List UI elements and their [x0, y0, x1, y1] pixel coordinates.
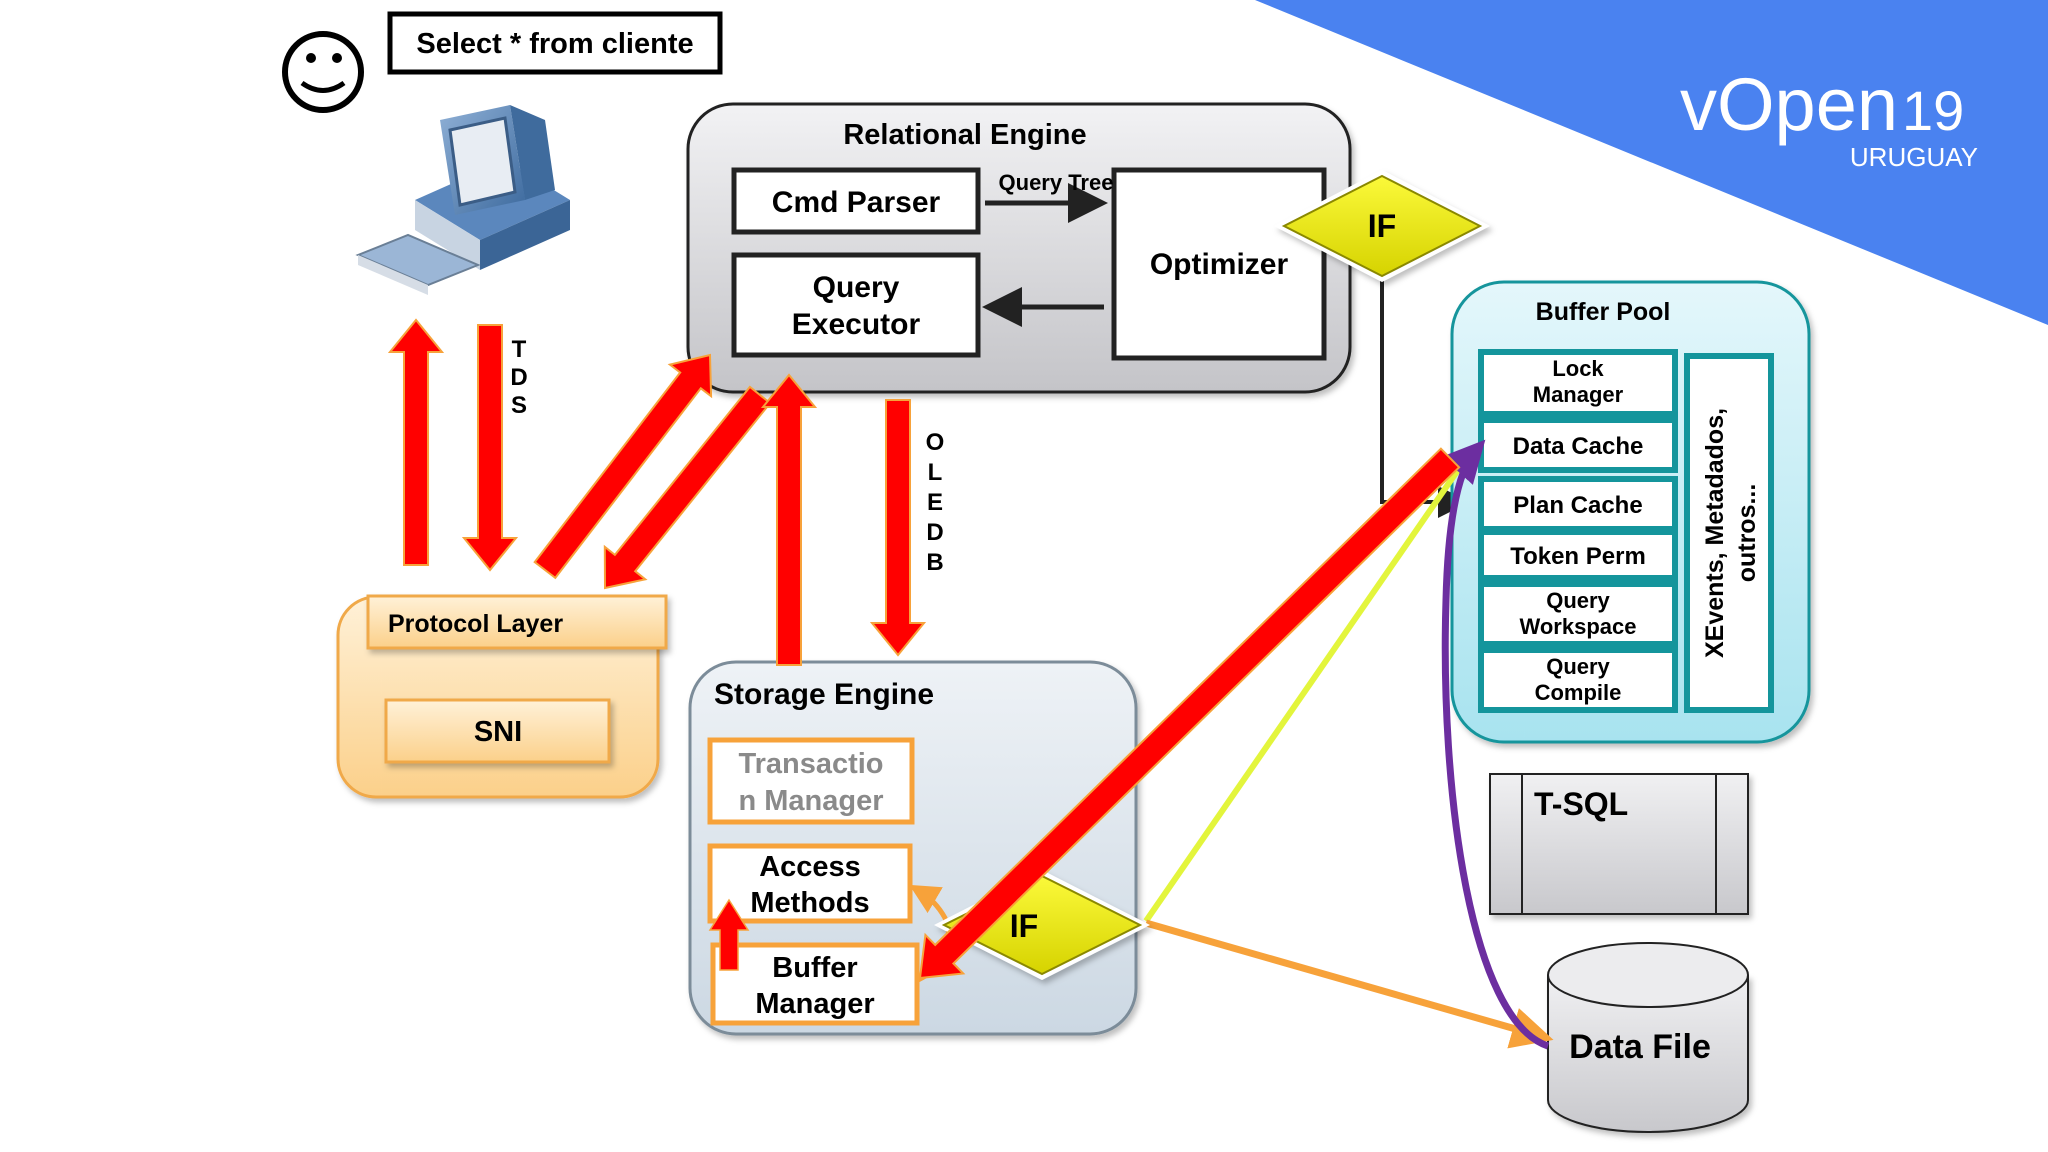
relational-engine: Relational Engine Cmd Parser Query Execu… [686, 102, 1352, 394]
buffer-pool-item-label: Query [1546, 588, 1610, 613]
transaction-manager-label-1: Transactio [738, 748, 883, 780]
relational-engine-title: Relational Engine [843, 119, 1086, 151]
tds-label-letter: S [511, 392, 527, 419]
protocol-to-client-arrow [387, 318, 445, 566]
oledb-label-letter: B [926, 549, 943, 576]
red-arrows [387, 318, 1461, 980]
buffer-manager-box: Buffer Manager [710, 942, 920, 1026]
cmd-parser-label: Cmd Parser [772, 186, 941, 219]
side-panel-label-1: XEvents, Metadados, [1701, 408, 1729, 658]
buffer-pool-item-label: Workspace [1520, 614, 1637, 639]
smiley-icon [282, 31, 364, 113]
tds-label: TDS [510, 336, 527, 419]
desktop-computer-icon [355, 105, 570, 295]
protocol-layer-title: Protocol Layer [388, 610, 563, 638]
transaction-manager-label-2: n Manager [738, 785, 883, 817]
cmd-parser-box: Cmd Parser [731, 167, 981, 235]
data-file-label: Data File [1569, 1028, 1711, 1066]
if-label-optimizer: IF [1368, 208, 1396, 244]
client-to-protocol-arrow [461, 324, 519, 572]
orange-line-to-data-file [1145, 919, 1554, 1049]
tsql-label: T-SQL [1534, 786, 1628, 822]
query-text: Select * from cliente [416, 28, 693, 60]
data-cache-to-buffer-manager-arrow [918, 447, 1461, 980]
brand-logo: vOpen19 [1680, 63, 1964, 146]
tsql-box: T-SQL [1489, 773, 1749, 915]
relational-to-storage-oledb-arrow [869, 399, 927, 657]
storage-engine-title: Storage Engine [714, 678, 934, 711]
query-executor-label-1: Query [813, 271, 900, 304]
query-executor-box: Query Executor [731, 252, 981, 358]
buffer-manager-label-2: Manager [755, 988, 874, 1020]
buffer-to-access-arrow [708, 898, 750, 971]
oledb-label-letter: L [928, 459, 943, 486]
protocol-layer: Protocol Layer SNI [336, 594, 668, 799]
buffer-pool-item-label: Compile [1535, 680, 1622, 705]
side-panel-label-2: outros... [1733, 484, 1761, 583]
buffer-pool-item-token-perm: Token Perm [1478, 529, 1678, 581]
oledb-label-letter: O [926, 429, 945, 456]
buffer-pool-item-data-cache: Data Cache [1478, 417, 1678, 473]
buffer-pool-side-panel: XEvents, Metadados, outros... [1684, 353, 1774, 713]
optimizer-box: Optimizer [1111, 167, 1327, 361]
lime-line [1143, 468, 1461, 923]
if-label-storage: IF [1010, 908, 1038, 944]
tds-label-letter: D [510, 364, 527, 391]
storage-to-relational-arrow [760, 373, 818, 666]
brand-country: URUGUAY [1850, 142, 1978, 172]
tds-label-letter: T [512, 336, 527, 363]
buffer-pool-item-label: Query [1546, 654, 1610, 679]
buffer-pool-item-plan-cache: Plan Cache [1478, 476, 1678, 532]
purple-curve-data-file-to-data-cache [1441, 439, 1550, 1050]
banner-triangle [1255, 0, 2048, 325]
data-file-cylinder: Data File [1547, 942, 1749, 1133]
brand-banner: vOpen19 URUGUAY [1255, 0, 2048, 325]
access-methods-label-2: Methods [750, 887, 869, 919]
protocol-layer-header [366, 594, 668, 650]
buffer-pool-item-label: Lock [1552, 356, 1604, 381]
oledb-label-letter: E [927, 489, 943, 516]
query-executor-label-2: Executor [792, 308, 921, 341]
optimizer-label: Optimizer [1150, 248, 1289, 281]
buffer-pool-item-label: Manager [1533, 382, 1624, 407]
query-box: Select * from cliente [387, 11, 723, 75]
oledb-label-letter: D [926, 519, 943, 546]
buffer-manager-label-1: Buffer [772, 952, 857, 984]
transaction-manager-box: Transactio n Manager [707, 737, 915, 825]
sni-label: SNI [474, 716, 522, 748]
buffer-pool-item-label: Token Perm [1510, 543, 1646, 570]
access-methods-box: Access Methods [707, 843, 913, 924]
protocol-to-relational-arrow [533, 353, 713, 580]
buffer-pool-title: Buffer Pool [1536, 298, 1671, 326]
if-diamond-optimizer: IF [1274, 170, 1490, 282]
access-methods-label-1: Access [759, 851, 861, 883]
buffer-pool-item-label: Data Cache [1513, 433, 1644, 460]
sni-box [384, 698, 611, 764]
query-tree-label: Query Tree [999, 170, 1114, 195]
buffer-pool-item-label: Plan Cache [1513, 492, 1642, 519]
relational-to-protocol-arrow [603, 385, 772, 590]
brand-year: 19 [1902, 79, 1964, 142]
